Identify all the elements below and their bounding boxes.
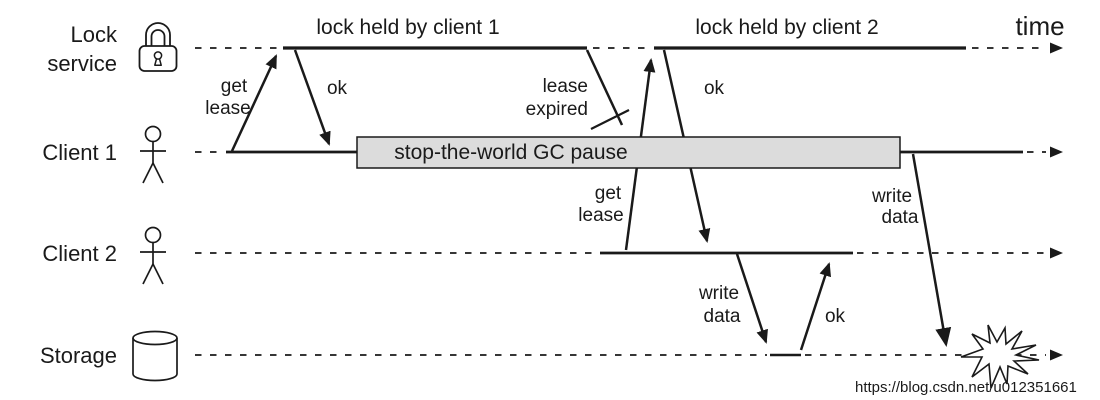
ok-arrow-to-client1 <box>293 49 331 146</box>
person-icon-client1 <box>140 125 166 184</box>
database-cylinder-icon <box>132 330 178 382</box>
lease-expired-line <box>585 49 624 126</box>
ok1-label: ok <box>327 78 348 99</box>
explosion-icon <box>960 324 1040 389</box>
gc-pause-rect <box>356 136 901 169</box>
timeline-end-arrow-icon <box>1050 349 1063 361</box>
ok2-label: ok <box>704 78 725 99</box>
get-lease1-label-line1: get <box>221 76 248 97</box>
lock-service-label-line2: service <box>47 51 117 76</box>
write-data-arrow-client2 <box>735 253 768 344</box>
gc-pause-label: stop-the-world GC pause <box>394 141 627 164</box>
lease-expired-cross-icon <box>590 109 630 130</box>
client2-label: Client 2 <box>42 241 117 266</box>
lease-expired-marker <box>585 49 630 130</box>
time-axis-label: time <box>1015 11 1064 41</box>
get-lease-arrow-client1 <box>230 54 278 152</box>
person-icon-client2 <box>140 226 166 285</box>
write-data-c1-label-line2: data <box>882 207 919 228</box>
write-data-arrow-client1 <box>911 153 952 347</box>
lock-service-label-line1: Lock <box>71 22 118 47</box>
get-lease1-label-line2: lease <box>205 98 250 119</box>
write-data-c2-label-line1: write <box>698 283 739 304</box>
lane-headers: Lock service Client 1 Client 2 Storage <box>40 22 178 382</box>
timeline-end-arrow-icon <box>1050 247 1063 259</box>
lease-expired-label-line1: lease <box>543 76 588 97</box>
lock-held-client1-label: lock held by client 1 <box>316 16 499 39</box>
ok3-label: ok <box>825 306 846 327</box>
write-data-c1-label-line1: write <box>871 186 912 207</box>
timeline-end-arrow-icon <box>1050 146 1063 158</box>
ok-arrow-to-client2-from-storage <box>799 262 831 351</box>
write-data-c2-label-line2: data <box>704 306 741 327</box>
client1-label: Client 1 <box>42 140 117 165</box>
timeline-end-arrows <box>1050 42 1063 361</box>
storage-label: Storage <box>40 343 117 368</box>
watermark-text: https://blog.csdn.net/u012351661 <box>855 379 1077 396</box>
lock-held-client2-label: lock held by client 2 <box>695 16 878 39</box>
activity-segments <box>226 46 1023 357</box>
arrow-labels: lock held by client 1 lock held by clien… <box>205 11 1064 327</box>
gc-pause-box: stop-the-world GC pause <box>356 136 901 169</box>
lease-expired-label-line2: expired <box>526 99 588 120</box>
get-lease2-label-line2: lease <box>578 205 623 226</box>
get-lease2-label-line1: get <box>595 183 622 204</box>
timeline-end-arrow-icon <box>1050 42 1063 54</box>
padlock-icon <box>138 22 178 72</box>
